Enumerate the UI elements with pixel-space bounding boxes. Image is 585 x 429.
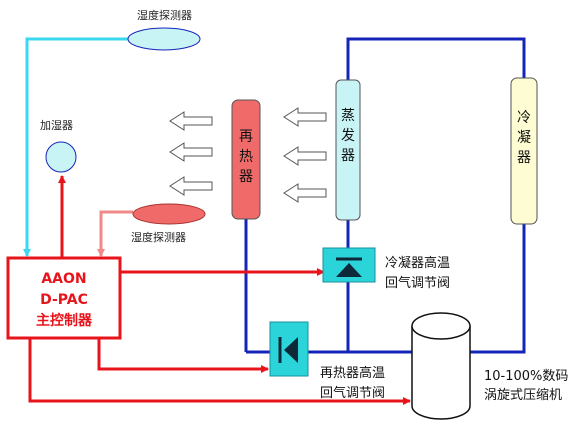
compressor-body xyxy=(411,326,471,420)
reheater-valve-label-line2: 回气调节阀 xyxy=(320,385,385,401)
condenser-label-char: 凝 xyxy=(517,130,531,146)
humidifier-label: 加湿器 xyxy=(40,119,73,132)
airflow-arrow xyxy=(283,183,327,203)
condenser-valve-label-line1: 冷凝器高温 xyxy=(385,255,450,271)
reheater-label-char: 再 xyxy=(239,129,253,145)
airflow-arrow xyxy=(169,142,213,162)
airflow-arrow xyxy=(169,176,213,196)
condenser-valve-branch-line xyxy=(308,282,350,354)
humidity-sensor-top xyxy=(127,27,201,51)
airflow-arrow xyxy=(283,107,327,127)
controller-title: 主控制器 xyxy=(36,312,93,329)
condenser-to-compressor-line xyxy=(470,224,526,354)
controller-brand: AAON xyxy=(41,271,86,287)
reheater-hot-gas-valve xyxy=(269,321,309,377)
humidifier xyxy=(45,141,77,173)
condenser-label-char: 器 xyxy=(517,150,531,166)
scroll-compressor xyxy=(411,312,471,420)
reheater-valve-body xyxy=(269,321,309,377)
control-to-compressor-line xyxy=(28,338,411,405)
reheater-label-char: 热 xyxy=(239,149,253,165)
evaporator-coil xyxy=(335,79,361,221)
valve-triangle-up-icon xyxy=(336,263,362,277)
bottom-sensor-signal-line xyxy=(97,210,133,257)
control-lines xyxy=(28,175,411,405)
evaporator-label-char: 器 xyxy=(341,148,355,164)
compressor-label-line2: 涡旋式压缩机 xyxy=(484,387,562,403)
reheater-label-char: 器 xyxy=(239,169,253,185)
reheater-valve-label-line1: 再热器高温 xyxy=(320,365,385,381)
evaporator-label-char: 发 xyxy=(341,128,355,144)
airflow-arrow xyxy=(283,146,327,166)
compressor-top xyxy=(411,312,471,340)
condenser-coil xyxy=(510,77,538,225)
airflow-arrows xyxy=(169,107,327,203)
aaon-controller xyxy=(6,256,122,340)
controller-model: D-PAC xyxy=(40,292,88,308)
refrigerant-piping xyxy=(244,37,526,354)
evaporator-label-char: 蒸 xyxy=(341,108,355,124)
condenser-label-char: 冷 xyxy=(517,110,531,126)
evaporator-condenser-top-loop xyxy=(346,37,526,83)
humidity-sensor-top-label: 湿度探测器 xyxy=(137,8,192,22)
condenser-hot-gas-valve xyxy=(322,247,376,283)
humidity-sensor-bottom-label: 湿度探测器 xyxy=(131,230,186,244)
reheater-coil xyxy=(231,99,261,220)
condenser-valve-label-line2: 回气调节阀 xyxy=(385,275,450,291)
humidity-sensor-bottom xyxy=(132,203,206,225)
compressor-label-line1: 10-100%数码 xyxy=(484,369,568,384)
control-to-reheater-valve-line xyxy=(97,338,269,373)
valve-triangle-left-icon xyxy=(284,337,298,363)
airflow-arrow xyxy=(169,111,213,131)
top-sensor-signal-line xyxy=(23,37,128,257)
